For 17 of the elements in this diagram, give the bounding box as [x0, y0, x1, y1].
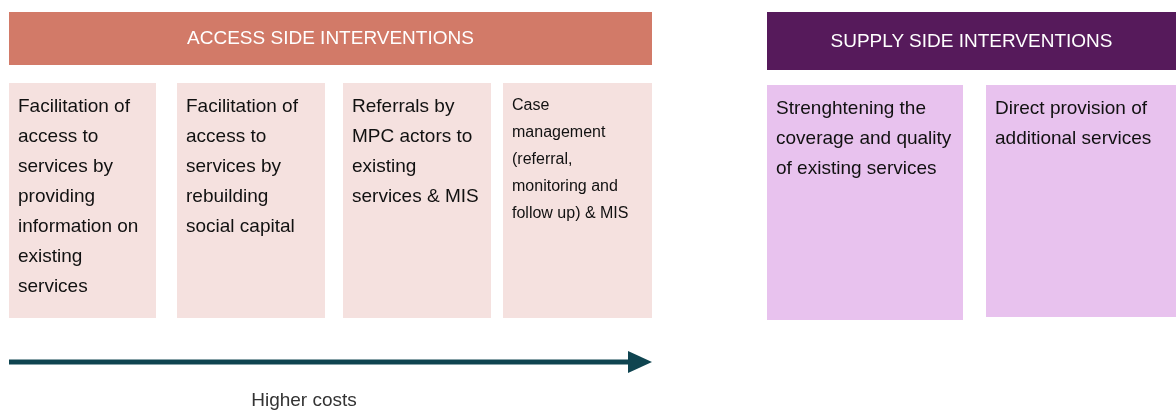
axis-label: Higher costs — [250, 388, 358, 410]
box-text: Facilitation of access to services by providing information on existing services — [18, 94, 140, 298]
intervention-box — [177, 83, 325, 318]
intervention-box — [767, 85, 963, 320]
intervention-box — [343, 83, 491, 318]
box-text: Case management (referral, monitoring and follow up) & MIS — [512, 95, 630, 223]
box-text: Referrals by MPC actors to existing services & MIS — [352, 94, 480, 208]
box-text: SUPPLY SIDE INTERVENTIONS — [830, 28, 1113, 53]
box-text: ACCESS SIDE INTERVENTIONS — [187, 26, 474, 51]
header-band — [767, 12, 1176, 70]
box-text: Facilitation of access to services by rebuilding social capital — [186, 94, 299, 238]
intervention-box — [9, 83, 156, 318]
header-band — [9, 12, 652, 65]
box-text: Direct provision of additional services — [995, 96, 1153, 150]
intervention-box — [503, 83, 652, 318]
intervention-box — [986, 85, 1176, 317]
box-text: Strenghtening the coverage and quality of existing services — [776, 96, 953, 180]
